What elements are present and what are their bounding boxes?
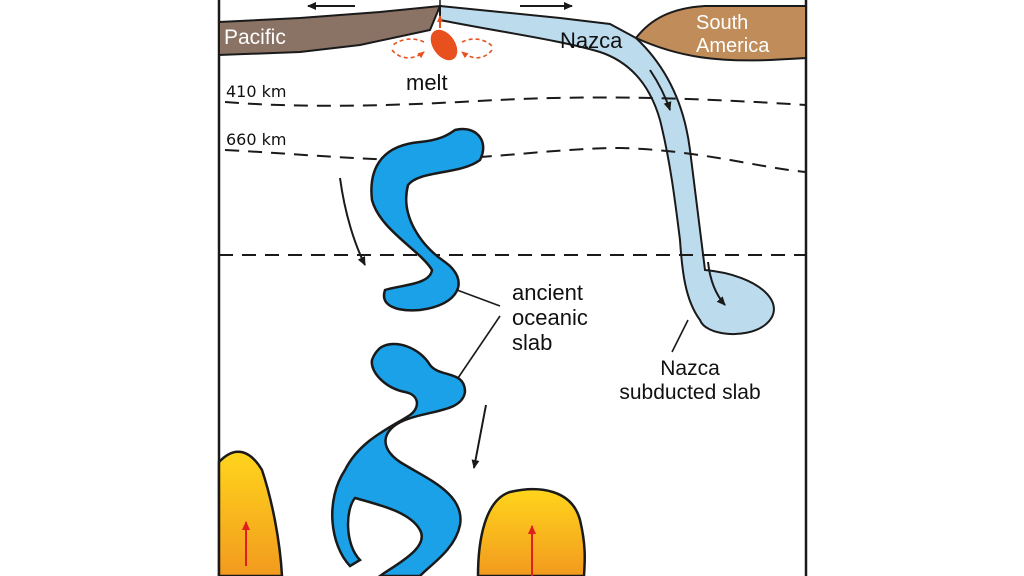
leader-ancient-lower xyxy=(457,315,501,379)
nazca-slab-flow-arrow-lower xyxy=(707,261,726,306)
melt-blob xyxy=(430,29,458,61)
label-south-america-2: America xyxy=(696,35,770,57)
melt-flow-arrow-left-lower xyxy=(391,49,425,59)
melt-flow-arrow-right-upper xyxy=(461,38,493,47)
nazca-subducted-slab xyxy=(439,4,775,336)
label-depth-410: 410 km xyxy=(226,82,286,101)
label-pacific: Pacific xyxy=(224,26,286,49)
leader-ancient-upper xyxy=(456,289,501,307)
depth-line-660 xyxy=(224,146,807,173)
label-subducted-2: subducted slab xyxy=(619,381,760,404)
pacific-plate xyxy=(218,4,442,57)
label-south-america-1: South xyxy=(696,12,748,34)
ancient-slab-lower xyxy=(331,342,467,576)
label-subducted-1: Nazca xyxy=(660,357,720,380)
depth-line-410 xyxy=(224,96,807,107)
south-america-plate xyxy=(634,5,807,62)
sinking-arrow-upper xyxy=(339,177,366,266)
ancient-slab-upper xyxy=(370,127,485,312)
melt-flow-arrow-right-lower xyxy=(461,49,493,59)
label-nazca: Nazca xyxy=(560,28,623,53)
label-ancient-3: slab xyxy=(512,330,552,355)
label-ancient-1: ancient xyxy=(512,280,583,305)
label-ancient-2: oceanic xyxy=(512,305,588,330)
leader-nazca-slab xyxy=(671,319,689,353)
melt-flow-arrow-left-upper xyxy=(391,38,425,47)
sinking-arrow-lower xyxy=(471,404,487,469)
nazca-slab-flow-arrow-upper xyxy=(649,69,672,111)
label-melt: melt xyxy=(406,70,448,95)
label-depth-660: 660 km xyxy=(226,130,286,149)
mantle-plume-left xyxy=(217,450,284,576)
